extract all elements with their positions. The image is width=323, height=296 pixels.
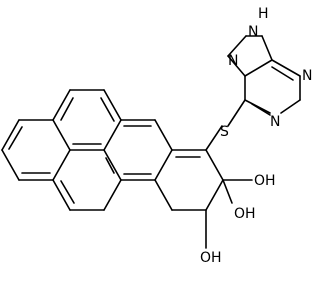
atom-h-nh: H	[258, 6, 269, 22]
atom-labels: H N N N N S OH OH OH	[200, 6, 312, 266]
atom-oh-1: OH	[254, 173, 276, 189]
atom-s-thioether: S	[220, 124, 229, 140]
atom-oh-2: OH	[234, 206, 256, 222]
atom-n-imidazole-top: N	[228, 53, 238, 69]
atom-n-pyrimidine-bottom: N	[270, 114, 280, 130]
atom-oh-3: OH	[200, 250, 222, 266]
atom-n-imidazole-bottom: N	[248, 24, 258, 40]
bond-lines	[1, 35, 301, 249]
atom-n-pyrimidine-right: N	[302, 68, 312, 84]
